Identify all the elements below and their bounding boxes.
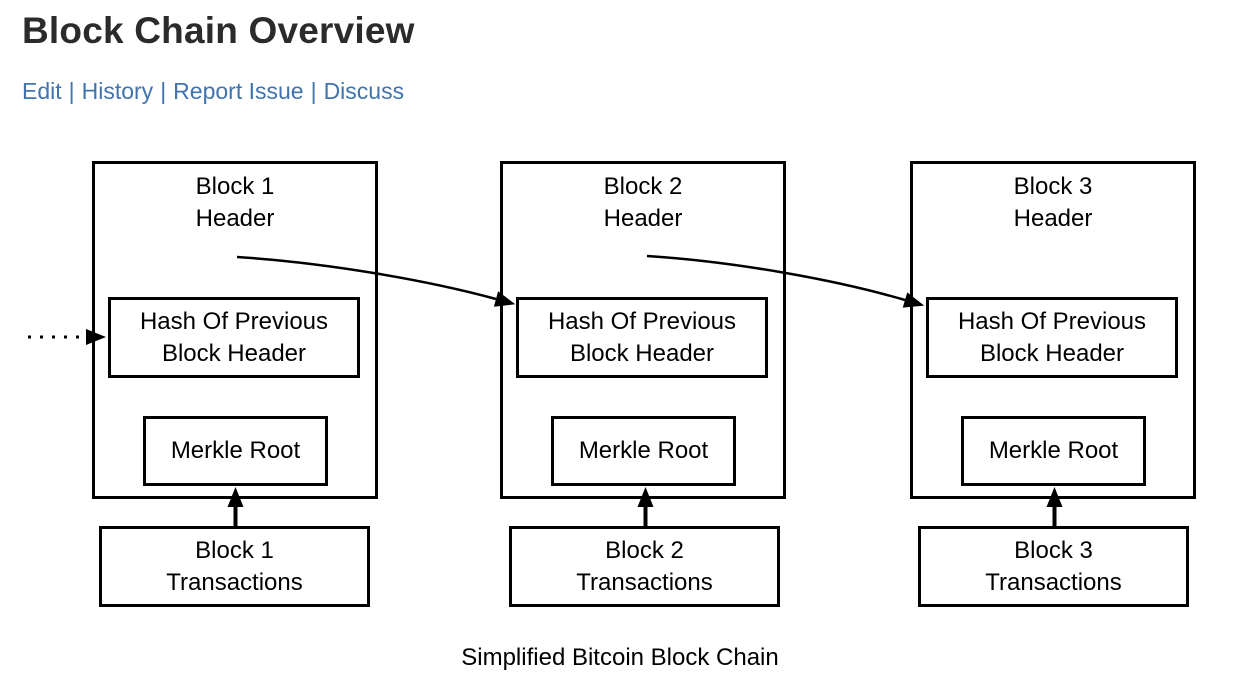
block-1: Block 1 Header Hash Of Previous Block He… — [92, 161, 378, 499]
discuss-link[interactable]: Discuss — [323, 78, 405, 104]
block-3-merkle-label: Merkle Root — [988, 437, 1119, 464]
block-1-header-label: Block 1 Header — [95, 171, 375, 235]
block-2-merkle-root-box: Merkle Root — [551, 416, 736, 486]
edit-link[interactable]: Edit — [22, 78, 62, 104]
block-3-hash-of-previous-box: Hash Of Previous Block Header — [926, 297, 1178, 378]
block-1-hash-of-previous-box: Hash Of Previous Block Header — [108, 297, 360, 378]
block-3-tx-line1: Block 3 — [1014, 536, 1093, 564]
block-2-hash-line2: Block Header — [569, 339, 715, 367]
block-3-tx-line2: Transactions — [985, 568, 1122, 596]
block-1-header-line1: Block 1 — [195, 173, 275, 200]
diagram-caption: Simplified Bitcoin Block Chain — [461, 644, 779, 671]
link-separator: | — [310, 78, 317, 104]
block-3-merkle-root-box: Merkle Root — [961, 416, 1146, 486]
page-title: Block Chain Overview — [22, 10, 415, 51]
block-3-header-line2: Header — [1013, 205, 1093, 232]
block-1-merkle-label: Merkle Root — [170, 437, 301, 464]
block-3-transactions-box: Block 3 Transactions — [918, 526, 1189, 607]
block-2-transactions-box: Block 2 Transactions — [509, 526, 780, 607]
block-1-transactions-box: Block 1 Transactions — [99, 526, 370, 607]
block-2-tx-line2: Transactions — [576, 568, 713, 596]
block-1-tx-line2: Transactions — [166, 568, 303, 596]
block-2-header-label: Block 2 Header — [503, 171, 783, 235]
block-1-hash-line1: Hash Of Previous — [139, 307, 329, 335]
block-3-hash-line1: Hash Of Previous — [957, 307, 1147, 335]
block-2-merkle-label: Merkle Root — [578, 437, 709, 464]
block-2-header-line1: Block 2 — [603, 173, 683, 200]
block-3-hash-line2: Block Header — [979, 339, 1125, 367]
link-separator: | — [68, 78, 75, 104]
block-2-tx-line1: Block 2 — [605, 536, 684, 564]
block-3: Block 3 Header Hash Of Previous Block He… — [910, 161, 1196, 499]
block-1-tx-line1: Block 1 — [195, 536, 274, 564]
block-2-header-line2: Header — [603, 205, 683, 232]
block-2: Block 2 Header Hash Of Previous Block He… — [500, 161, 786, 499]
block-2-hash-line1: Hash Of Previous — [547, 307, 737, 335]
link-separator: | — [160, 78, 167, 104]
block-1-hash-line2: Block Header — [161, 339, 307, 367]
report-issue-link[interactable]: Report Issue — [173, 78, 304, 104]
history-link[interactable]: History — [81, 78, 154, 104]
block-1-merkle-root-box: Merkle Root — [143, 416, 328, 486]
block-1-header-line2: Header — [195, 205, 275, 232]
page-action-links: Edit|History|Report Issue|Discuss — [22, 78, 404, 105]
block-3-header-label: Block 3 Header — [913, 171, 1193, 235]
block-2-hash-of-previous-box: Hash Of Previous Block Header — [516, 297, 768, 378]
block-3-header-line1: Block 3 — [1013, 173, 1093, 200]
